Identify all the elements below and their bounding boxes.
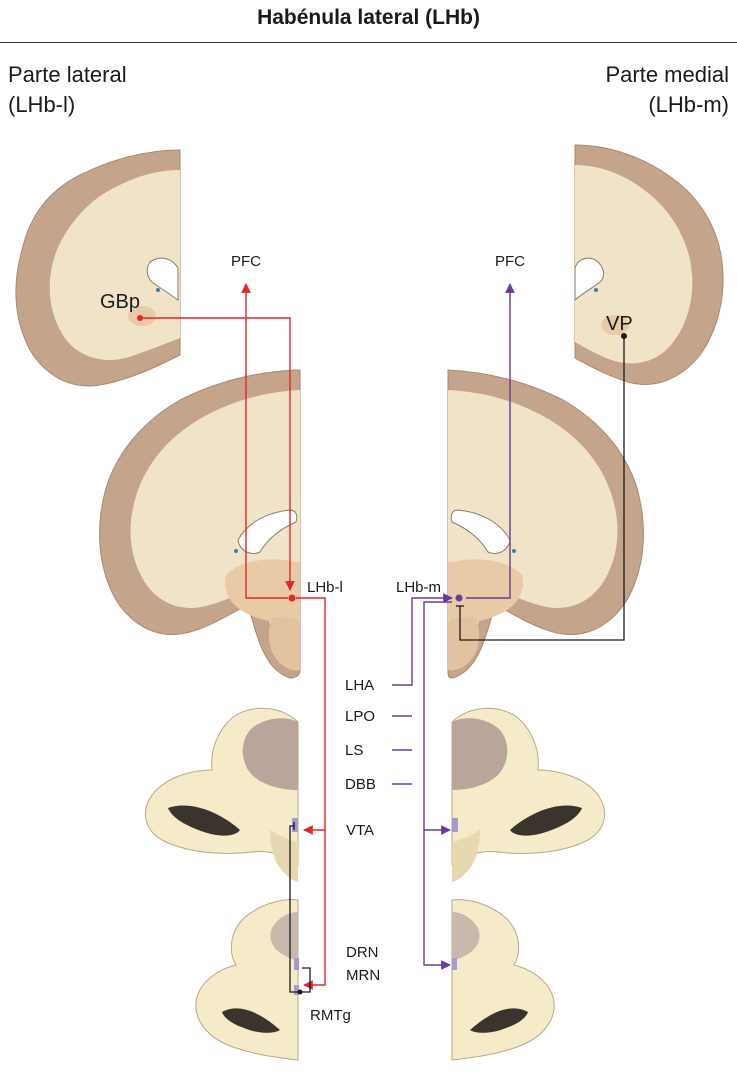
right-thalamic-section bbox=[448, 370, 643, 678]
lhb-m-to-drn-path bbox=[424, 830, 450, 965]
right-drn-region bbox=[452, 958, 457, 970]
lha-input-path bbox=[392, 598, 452, 685]
dbb-label: DBB bbox=[345, 776, 376, 793]
ls-label: LS bbox=[345, 742, 363, 759]
vp-label: VP bbox=[606, 313, 633, 335]
pfc-right-label: PFC bbox=[495, 253, 525, 270]
right-hippocampus bbox=[448, 617, 479, 671]
lpo-label: LPO bbox=[345, 708, 375, 725]
rmtg-origin-dot bbox=[298, 990, 303, 995]
gbp-label: GBp bbox=[100, 291, 140, 313]
right-pons-section bbox=[452, 900, 554, 1060]
drn-region bbox=[294, 958, 299, 970]
gbp-origin-dot bbox=[137, 315, 143, 321]
pfc-left-label: PFC bbox=[231, 253, 261, 270]
right-frontal-dot bbox=[594, 288, 598, 292]
lhb-m-nucleus bbox=[456, 595, 463, 602]
lhb-l-to-rmtg-path bbox=[304, 830, 325, 985]
mrn-label: MRN bbox=[346, 967, 380, 984]
left-frontal-dot bbox=[156, 288, 160, 292]
right-thalamic-dot bbox=[512, 549, 516, 553]
lhb-m-label: LHb-m bbox=[396, 579, 441, 596]
vta-label: VTA bbox=[346, 822, 374, 839]
left-pons-section bbox=[196, 900, 299, 1060]
rmtg-to-drn-path bbox=[300, 968, 310, 992]
left-thalamus bbox=[225, 559, 300, 622]
lha-label: LHA bbox=[345, 677, 374, 694]
left-thalamic-dot bbox=[234, 549, 238, 553]
left-thalamic-section bbox=[100, 370, 300, 678]
lhb-l-nucleus bbox=[289, 595, 296, 602]
right-frontal-section bbox=[575, 145, 723, 384]
vta-region bbox=[292, 818, 298, 832]
drn-label: DRN bbox=[346, 944, 379, 961]
rmtg-label: RMTg bbox=[310, 1007, 351, 1024]
left-frontal-section bbox=[16, 150, 180, 386]
left-midbrain-section bbox=[145, 708, 298, 882]
right-vta-region bbox=[452, 818, 458, 832]
right-midbrain-section bbox=[452, 708, 605, 882]
diagram-labels: GBp PFC PFC VP LHb-l LHb-m LHA LPO LS DB… bbox=[100, 253, 633, 1024]
lhb-l-label: LHb-l bbox=[307, 579, 343, 596]
